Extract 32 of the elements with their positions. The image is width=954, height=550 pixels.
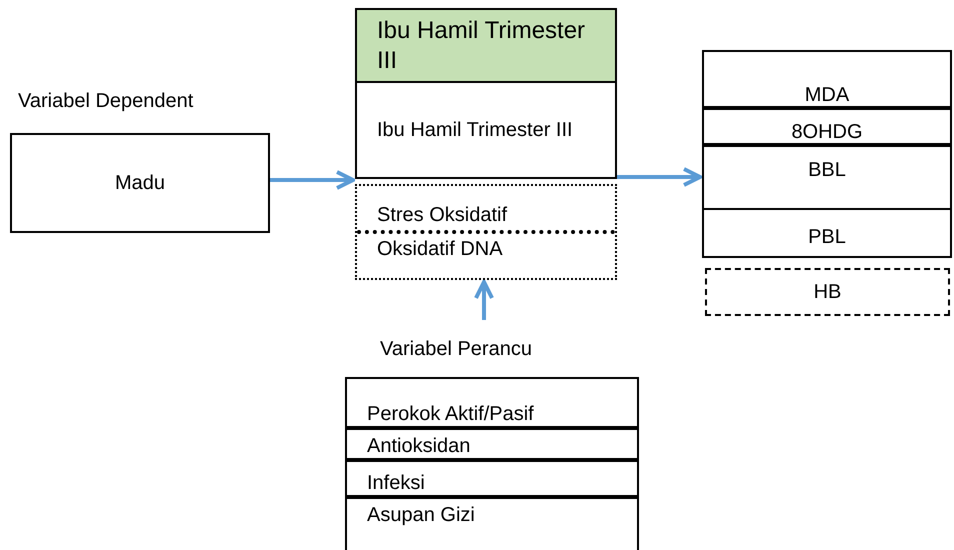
node-text: Infeksi [367,471,425,495]
arrow [474,280,494,320]
node-text: Stres Oksidatif [357,200,615,234]
node-text: PBL [808,225,846,250]
node-text: Asupan Gizi [367,503,475,527]
node-text: HB [814,280,842,305]
variable-heading: Variabel Perancu [380,337,532,362]
process-box [10,133,270,233]
process-box [355,8,617,83]
process-box [355,83,617,179]
arrow [617,167,702,187]
node-text: Oksidatif DNA [377,237,504,262]
process-box [355,184,617,280]
node-text: Madu [114,171,166,196]
row-box [345,499,639,550]
node-text: Antioksidan [367,434,470,458]
dashed-box [705,268,950,316]
row-box [345,377,639,430]
row-box [345,430,639,462]
node-text: Ibu Hamil Trimester III [377,16,586,76]
row-box [702,110,952,147]
node-text: BBL [808,158,846,183]
variable-heading: Variabel Dependent [18,89,194,114]
arrow [270,170,355,190]
row-box [702,147,952,210]
node-text: MDA [804,84,850,106]
row-box [345,462,639,499]
node-text: 8OHDG [791,121,863,143]
node-text: Perokok Aktif/Pasif [367,402,534,426]
node-text: Ibu Hamil Trimester III [377,118,573,143]
row-box [702,210,952,258]
row-box [702,50,952,110]
